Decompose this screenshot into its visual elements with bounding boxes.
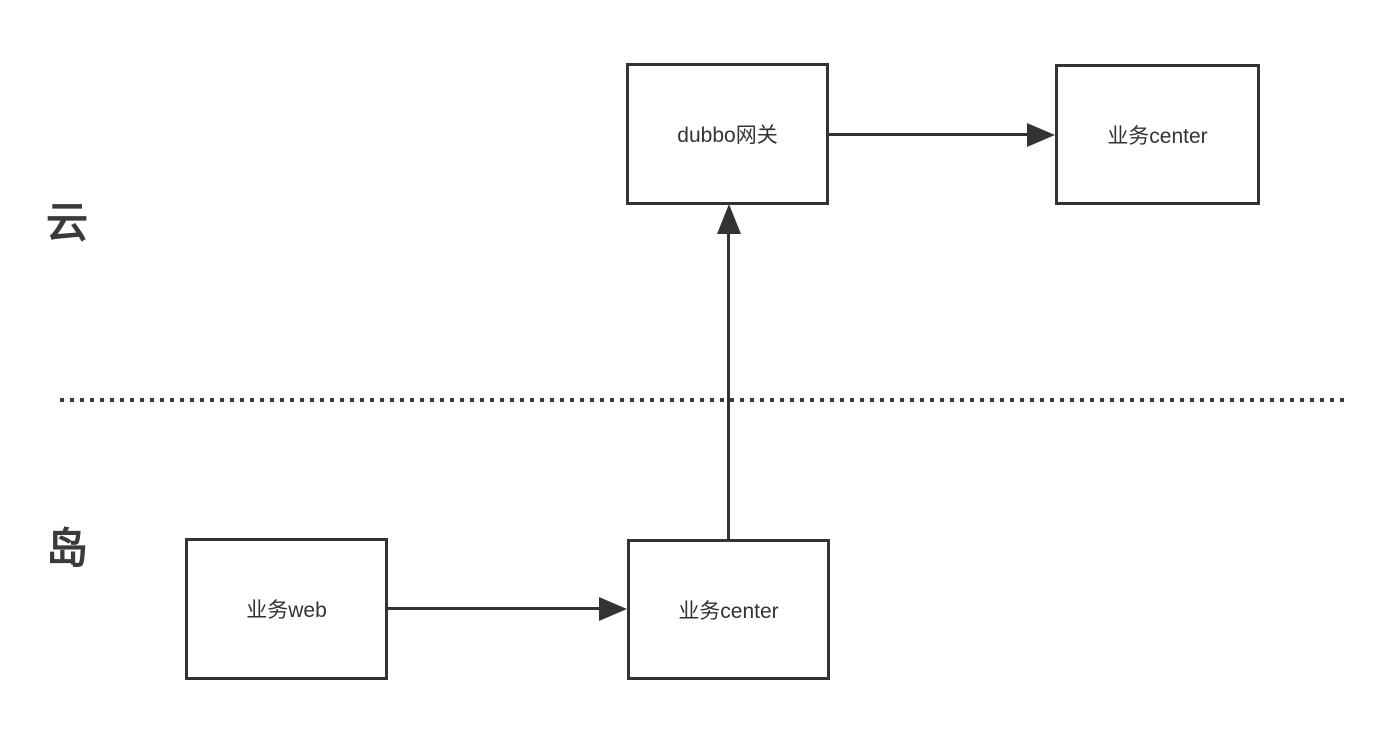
- arrow-center-to-gateway-line: [727, 232, 730, 539]
- arrow-web-to-center-line: [388, 607, 600, 610]
- node-business-center-cloud: 业务center: [1055, 64, 1260, 205]
- node-business-center-island: 业务center: [627, 539, 830, 680]
- node-business-center-cloud-label: 业务center: [1107, 124, 1208, 148]
- arrow-gateway-to-center-head-icon: [1027, 123, 1055, 147]
- arrow-gateway-to-center-line: [829, 133, 1027, 136]
- node-business-web: 业务web: [185, 538, 388, 680]
- node-business-web-label: 业务web: [246, 599, 327, 622]
- node-dubbo-gateway-label: dubbo网关: [677, 124, 778, 147]
- region-label-cloud: 云: [46, 199, 89, 246]
- cloud-island-divider: [60, 398, 1348, 402]
- arrow-center-to-gateway-head-icon: [717, 204, 741, 234]
- node-business-center-island-label: 业务center: [678, 599, 779, 623]
- region-label-island: 岛: [46, 525, 89, 572]
- arrow-web-to-center-head-icon: [599, 597, 627, 621]
- node-dubbo-gateway: dubbo网关: [626, 63, 829, 205]
